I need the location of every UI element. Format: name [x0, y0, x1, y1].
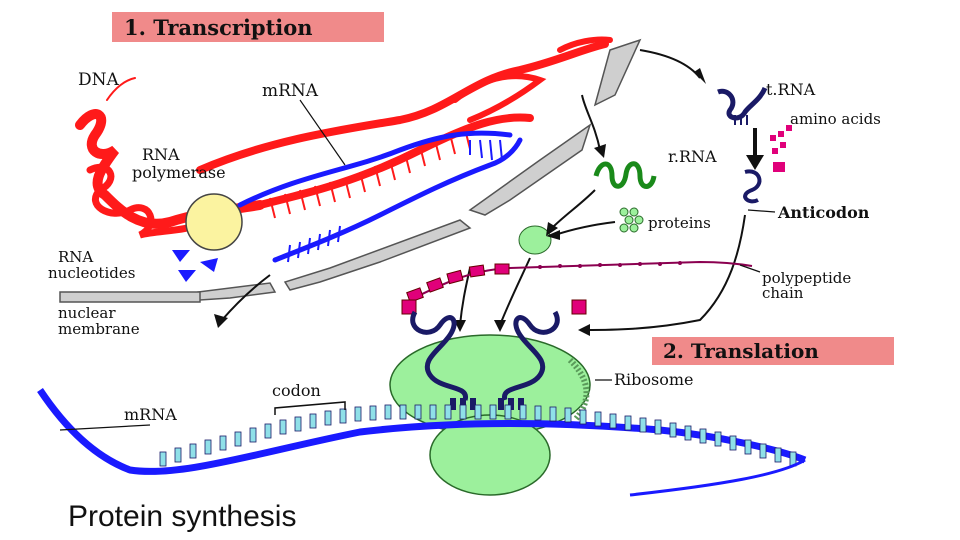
dna-helix — [75, 36, 613, 239]
amino-acids — [770, 125, 792, 172]
ribosome-shading — [567, 357, 590, 422]
label-codon: codon — [272, 381, 321, 400]
rrna-molecule — [593, 161, 657, 189]
label-amino-acids: amino acids — [790, 110, 881, 128]
label-rna-polymerase-1: RNA — [142, 145, 180, 164]
mrna-bases-top — [287, 139, 503, 263]
label-polypeptide-1: polypeptide — [762, 269, 851, 287]
polypeptide-dots — [538, 261, 682, 269]
label-nuclear-membrane-2: membrane — [58, 320, 140, 338]
label-mrna-bottom: mRNA — [124, 405, 177, 424]
trna-molecule — [717, 86, 768, 121]
label-trna: t.RNA — [766, 80, 816, 99]
translation-header-bg — [652, 337, 894, 365]
transcription-header: 1. Transcription — [124, 15, 313, 40]
polypeptide-beads — [401, 263, 587, 315]
translation-header: 2. Translation — [663, 339, 819, 363]
mrna-codons — [159, 404, 797, 467]
leader-lines — [59, 99, 776, 431]
rna-polymerase — [185, 193, 243, 251]
arrow-heads — [214, 68, 706, 336]
trna-charged — [743, 169, 762, 204]
mrna-transcript — [237, 130, 523, 263]
label-rna-nucleotides-1: RNA — [58, 248, 93, 266]
label-ribosome: Ribosome — [614, 370, 694, 389]
label-rna-polymerase-2: polymerase — [132, 163, 226, 182]
trna-stubs — [734, 115, 748, 125]
label-rrna: r.RNA — [668, 147, 717, 166]
rna-nucleotides — [172, 250, 218, 282]
ribosome-trnas — [410, 310, 560, 401]
label-nuclear-membrane-1: nuclear — [58, 304, 116, 322]
mrna-tail — [629, 458, 806, 497]
ribosome-subunit — [518, 225, 552, 255]
page-title: Protein synthesis — [68, 500, 296, 533]
anticodon-stubs — [450, 398, 524, 410]
arrow-head — [746, 155, 764, 170]
label-rna-nucleotides-2: nucleotides — [48, 264, 135, 282]
transcription-header-bg — [112, 12, 384, 42]
label-polypeptide-2: chain — [762, 284, 804, 302]
codon-bracket — [274, 401, 346, 415]
protein-dots — [619, 207, 644, 233]
mrna-strand — [37, 388, 807, 475]
label-dna: DNA — [78, 70, 120, 90]
label-anticodon: Anticodon — [777, 203, 870, 222]
label-mrna-top: mRNA — [262, 81, 319, 101]
label-proteins: proteins — [648, 214, 711, 232]
